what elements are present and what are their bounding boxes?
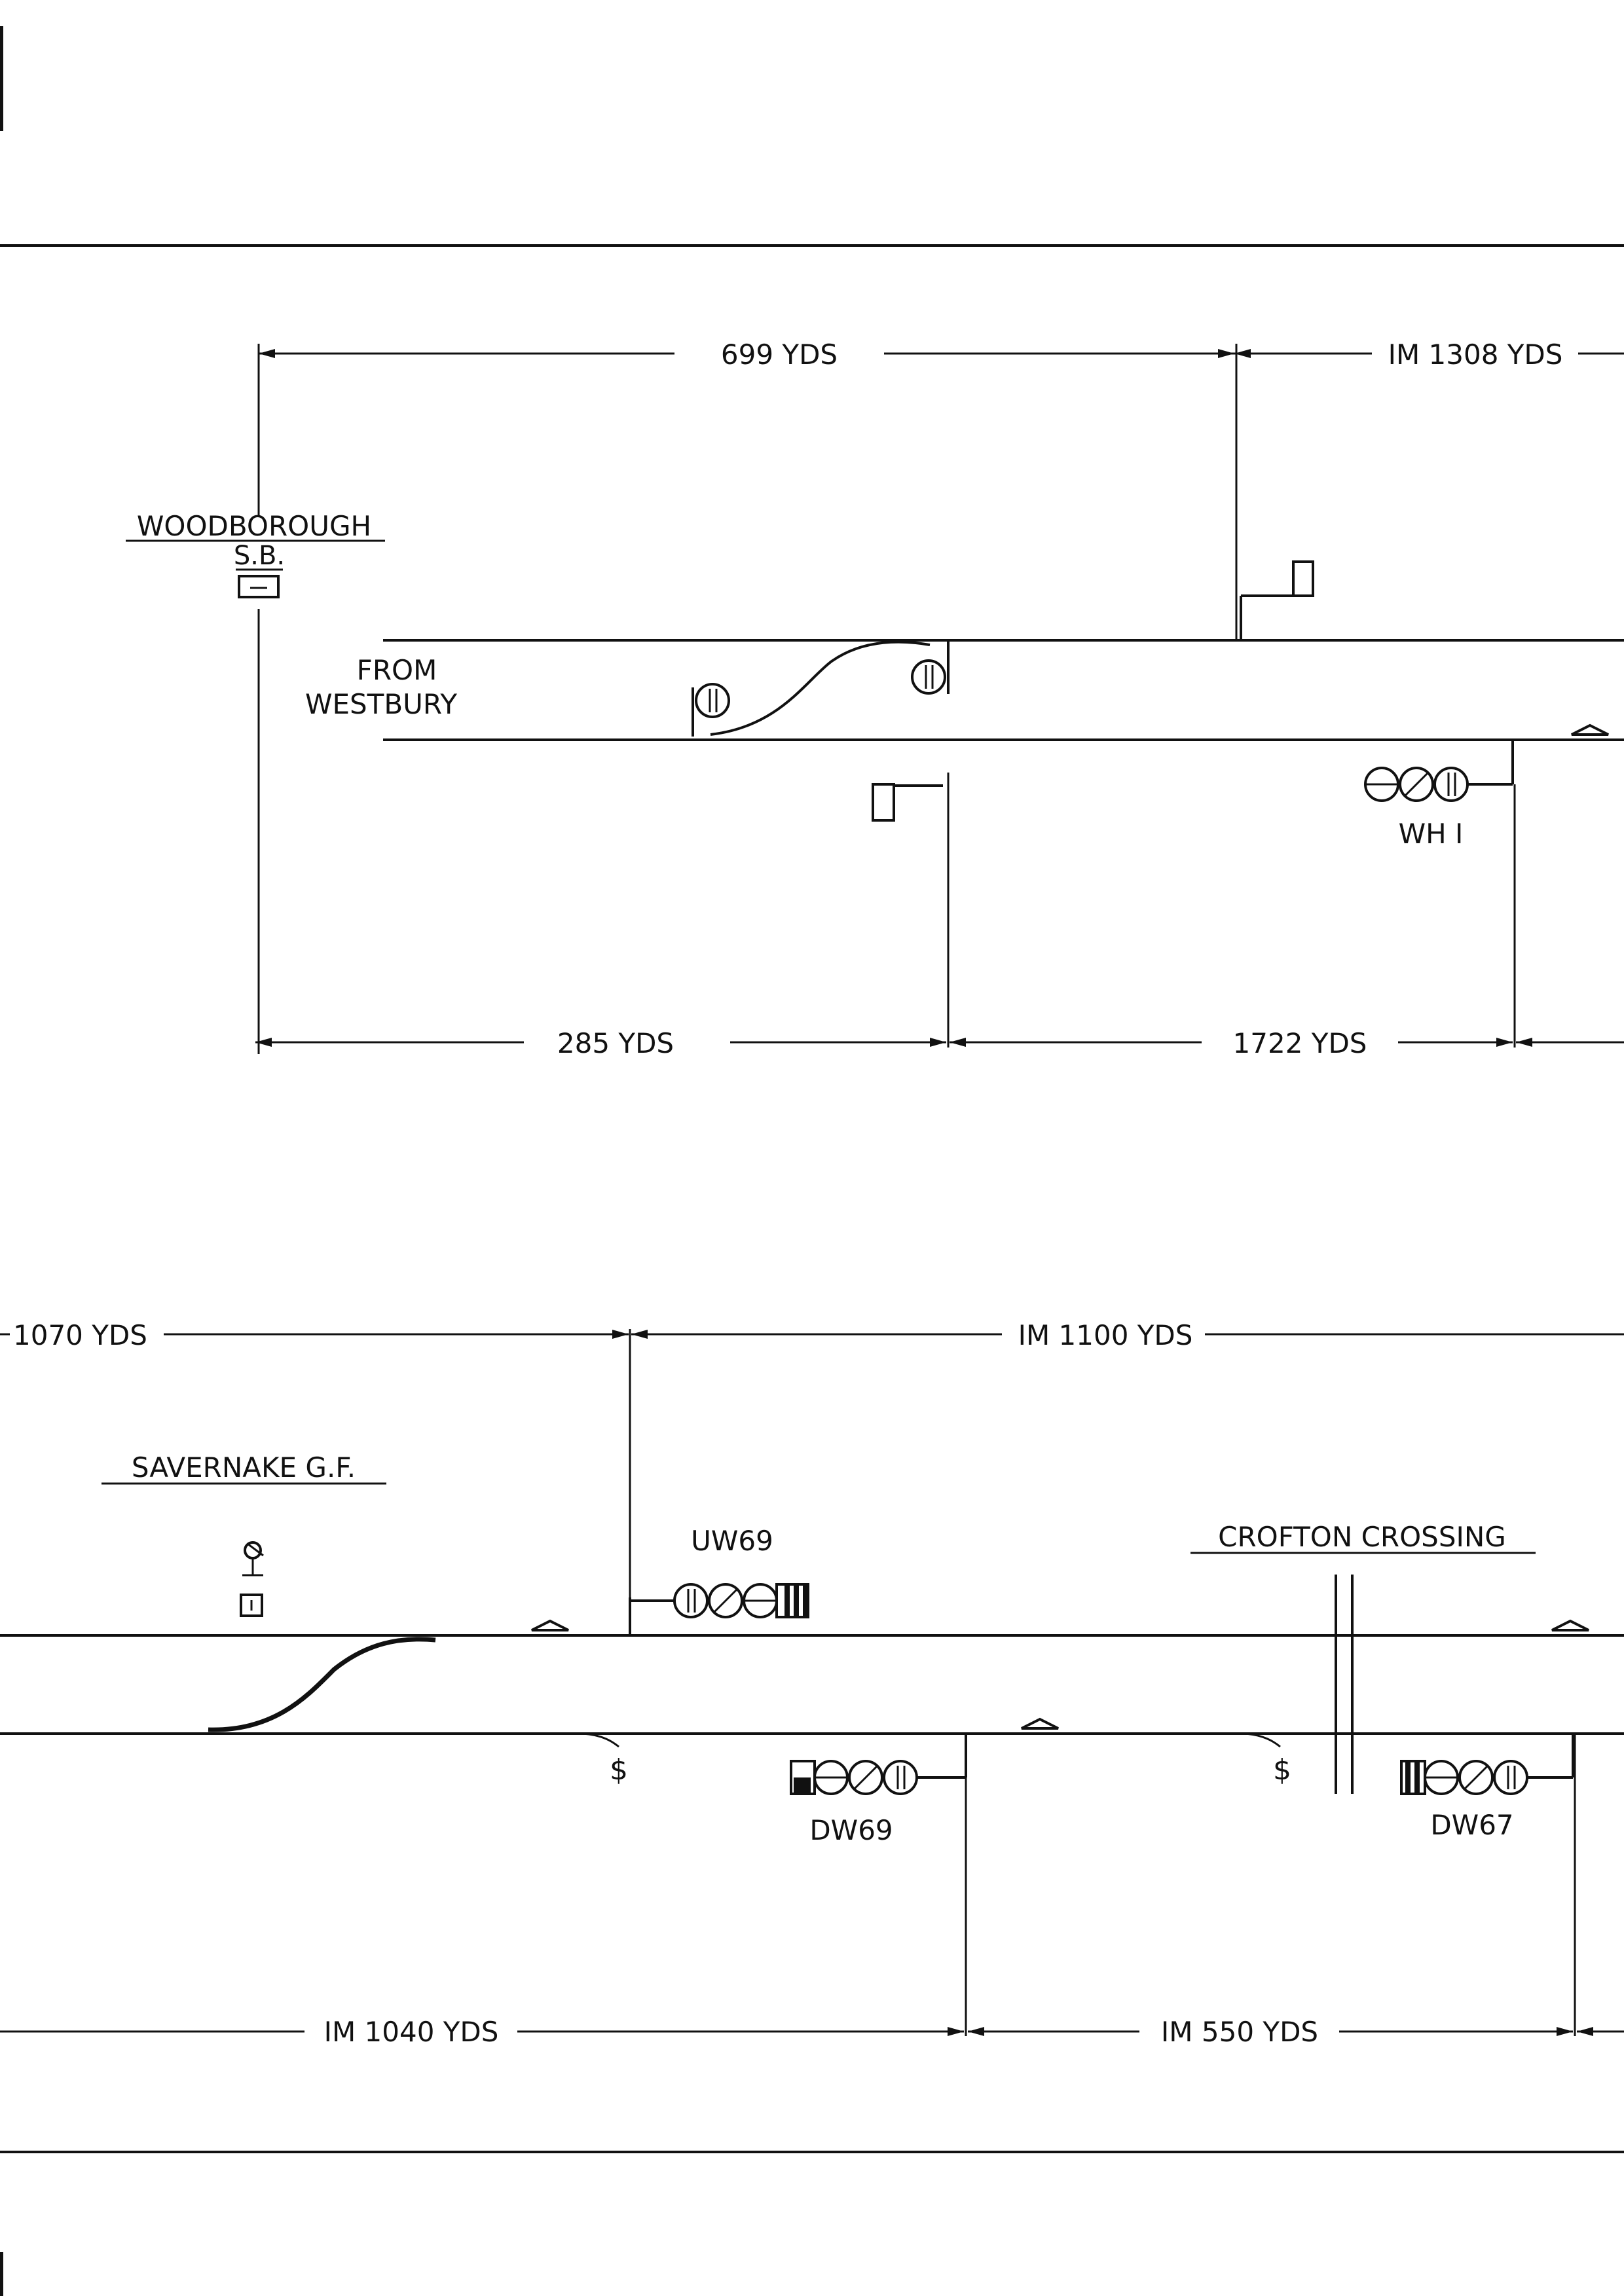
ground-frame-icon [240,1541,264,1617]
arrow-head-icon [1577,2027,1593,2036]
dimension-bottom-2: 1722 YDS [950,1027,1624,1059]
dimension-bottom-4: IM 550 YDS [968,2016,1624,2048]
dimension-label: IM 1100 YDS [1018,1319,1193,1351]
dimension-bottom-1: 285 YDS [255,1027,946,1059]
direction-label-line2: WESTBURY [305,688,457,720]
signal-label: DW67 [1430,1809,1513,1841]
multi-aspect-signal-dw69: DW69 [790,1734,967,1846]
dimension-top-1: 699 YDS [259,338,1234,371]
arrow-head-icon [631,1330,648,1339]
ground-signal-icon [911,640,950,695]
catch-point-icon: $ [582,1732,628,1787]
svg-text:$: $ [610,1753,628,1787]
arrow-head-icon [1516,1038,1532,1047]
ground-signal-icon [692,683,730,737]
crossover [710,640,931,736]
aws-ramp-icon [531,1619,569,1631]
arrow-head-icon [948,2027,964,2036]
marker-board-upper [1240,560,1314,640]
arrow-head-icon [968,2027,984,2036]
level-crossing-icon [1335,1575,1354,1794]
catch-point-icon: $ [1244,1732,1291,1787]
aws-ramp-icon [1551,1619,1589,1631]
dimension-top-2: IM 1308 YDS [1234,338,1624,371]
station-name: WOODBOROUGH [137,510,371,542]
marker-board-lower [872,783,943,822]
multi-aspect-signal-wh1: WH I [1364,740,1514,850]
arrow-head-icon [1234,349,1251,358]
aws-ramp-icon [1021,1717,1059,1730]
aws-ramp-icon [1571,723,1609,736]
left-edge-mark-top [0,26,3,131]
crossover [208,1637,436,1732]
dimension-label: 1722 YDS [1233,1027,1367,1059]
dimension-top-3: 1070 YDS [0,1319,629,1351]
site-name-savernake: SAVERNAKE G.F. [132,1451,356,1484]
dimension-label: IM 1040 YDS [324,2016,499,2048]
signal-box-icon [238,575,280,598]
arrow-head-icon [1218,349,1234,358]
left-edge-mark-bottom [0,2252,3,2296]
signal-label: UW69 [691,1525,773,1557]
station-subtitle: S.B. [234,541,285,571]
arrow-head-icon [612,1330,629,1339]
dimension-top-4: IM 1100 YDS [631,1319,1624,1351]
arrow-head-icon [255,1038,272,1047]
arrow-head-icon [1557,2027,1573,2036]
lower-section: 1070 YDS IM 1100 YDS SAVERNAKE G.F. CROF… [0,1319,1624,2048]
arrow-head-icon [930,1038,946,1047]
svg-text:$: $ [1273,1753,1291,1787]
dimension-label: IM 550 YDS [1161,2016,1318,2048]
signal-label: DW69 [809,1814,893,1846]
multi-aspect-signal-uw69: UW69 [629,1525,809,1635]
arrow-head-icon [1496,1038,1513,1047]
dimension-label: 1070 YDS [13,1319,147,1351]
upper-section: 699 YDS IM 1308 YDS WOODBOROUGH S.B. [126,338,1624,1059]
site-name-crofton: CROFTON CROSSING [1218,1521,1506,1553]
dimension-label: 699 YDS [721,338,838,371]
arrow-head-icon [259,349,275,358]
multi-aspect-signal-dw67: DW67 [1400,1734,1574,1841]
direction-label-line1: FROM [357,654,437,686]
dimension-bottom-3: IM 1040 YDS [0,2016,964,2048]
dimension-label: 285 YDS [557,1027,674,1059]
page-frame [0,26,1624,2296]
dimension-label: IM 1308 YDS [1388,338,1563,371]
arrow-head-icon [950,1038,966,1047]
signal-label: WH I [1399,818,1464,850]
station-label-woodborough: WOODBOROUGH S.B. [126,510,385,598]
